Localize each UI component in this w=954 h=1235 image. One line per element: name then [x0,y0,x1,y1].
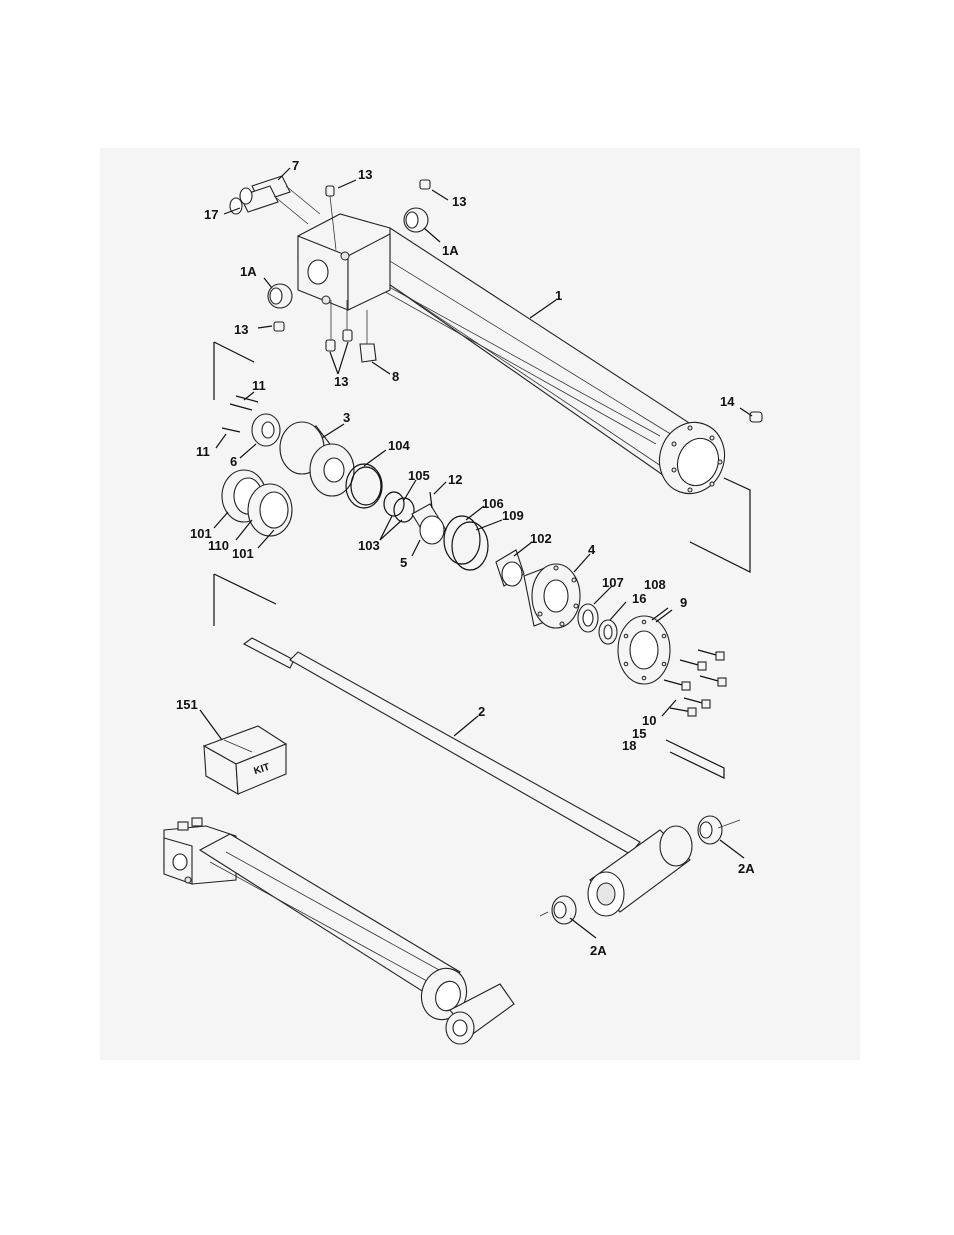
callout-5: 5 [400,555,407,570]
callout-9: 9 [680,595,687,610]
callout-101: 101 [232,546,254,561]
callout-2a: 2A [590,943,607,958]
barrel-head-block [298,214,390,310]
callout-151: 151 [176,697,198,712]
callout-18: 18 [622,738,636,753]
callout-4: 4 [588,542,596,557]
cylinder-barrel [340,228,734,503]
callout-1: 1 [555,288,562,303]
callout-108: 108 [644,577,666,592]
piston-group [222,396,524,586]
bolt-set-10 [664,650,726,716]
callout-1a: 1A [240,264,257,279]
callout-6: 6 [230,454,237,469]
callout-106: 106 [482,496,504,511]
fitting-8 [360,310,376,362]
callout-13: 13 [234,322,248,337]
callout-107: 107 [602,575,624,590]
callout-7: 7 [292,158,299,173]
callout-12: 12 [448,472,462,487]
callout-103: 103 [358,538,380,553]
callout-109: 109 [502,508,524,523]
piston-rod [244,638,692,916]
callout-11: 11 [196,444,210,459]
callout-2a: 2A [738,861,755,876]
callout-104: 104 [388,438,410,453]
seal-kit-box: KIT [204,726,286,794]
callout-17: 17 [204,207,218,222]
callout-16: 16 [632,591,646,606]
callout-14: 14 [720,394,735,409]
callout-3: 3 [343,410,350,425]
callout-11: 11 [252,378,266,393]
callout-8: 8 [392,369,399,384]
assembled-cylinder [164,818,514,1044]
callout-102: 102 [530,531,552,546]
callout-2: 2 [478,704,485,719]
callout-13: 13 [358,167,372,182]
callout-13: 13 [452,194,466,209]
fitting-7-17 [230,176,320,224]
callout-1a: 1A [442,243,459,258]
callout-105: 105 [408,468,430,483]
callout-13: 13 [334,374,348,389]
callout-110: 110 [208,538,229,553]
